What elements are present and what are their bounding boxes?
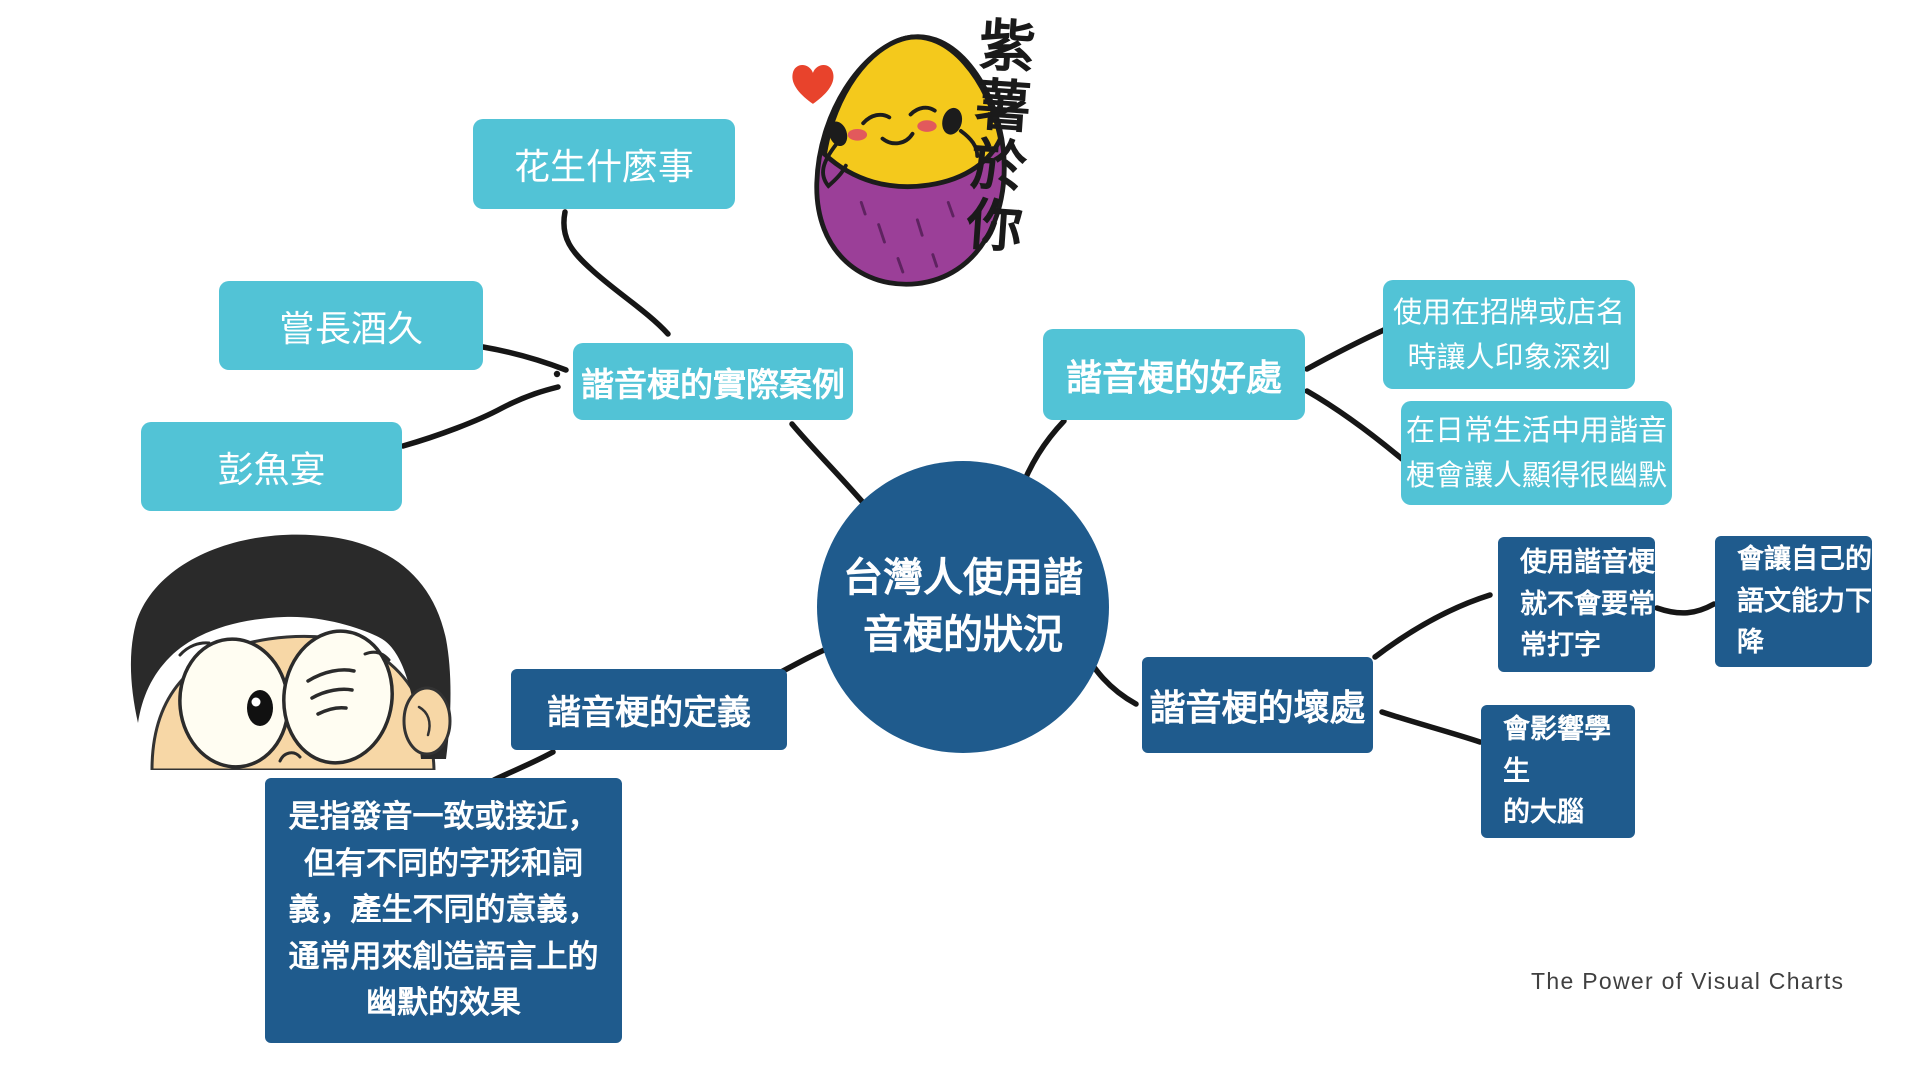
character-brow-right [363, 650, 391, 662]
sweet-potato-mascot [792, 34, 1007, 287]
heart-icon [792, 65, 834, 104]
mascot-left-hand [828, 121, 848, 147]
drawbacks-branch-label: 諧音梗的壞處 [1142, 657, 1373, 753]
example-node-huasheng: 花生什麼事 [473, 119, 735, 209]
example-node-changchang: 嘗長酒久 [219, 281, 483, 370]
benefit-node-humor: 在日常生活中用諧音 梗會讓人顯得很幽默 [1401, 401, 1672, 505]
character-left-pupil [247, 690, 273, 726]
drawback-node-language-skill: 會讓自己的 語文能力下 降 [1715, 536, 1872, 667]
mascot-blush-left [847, 128, 868, 141]
connector-ink-dot [553, 370, 561, 378]
footer-credit: The Power of Visual Charts [1531, 968, 1845, 994]
benefit-node-signboard: 使用在招牌或店名 時讓人印象深刻 [1383, 280, 1635, 389]
example-node-pengyuyan: 彭魚宴 [141, 422, 402, 511]
mascot-right-hand [942, 107, 963, 135]
connector-example1-to-examples-label [561, 209, 671, 337]
connector-drawbacks-label-to-drawback2 [1379, 709, 1483, 745]
mascot-left-arm [821, 142, 848, 189]
character-right-eye [282, 629, 394, 765]
character-ear-inner [417, 705, 431, 737]
connector-example2-to-examples-label [480, 344, 569, 373]
benefits-branch-label: 諧音梗的好處 [1043, 329, 1305, 420]
examples-branch-label: 諧音梗的實際案例 [573, 343, 853, 420]
connector-drawbacks-label-to-drawback1 [1372, 592, 1493, 660]
character-wink-lines [306, 668, 356, 716]
mascot-right-eye [908, 105, 937, 117]
character-ear [402, 686, 452, 756]
definition-branch-label: 諧音梗的定義 [511, 669, 787, 750]
connector-examples-label-to-center [789, 421, 869, 509]
character-pupil-highlight [251, 697, 261, 707]
character-hair [130, 534, 451, 759]
potato-texture [859, 200, 955, 274]
character-brow-left [178, 641, 211, 657]
connector-example3-to-examples-label [400, 384, 561, 449]
drawback-node-typing: 使用諧音梗 就不會要常 常打字 [1498, 537, 1655, 672]
center-topic-node: 台灣人使用諧 音梗的狀況 [817, 461, 1109, 753]
connector-drawback1-to-sub [1654, 601, 1717, 616]
mascot-left-eye [861, 112, 892, 126]
connector-benefits-label-to-benefit2 [1304, 388, 1405, 462]
definition-text-node: 是指發音一致或接近， 但有不同的字形和詞 義，產生不同的意義， 通常用來創造語言… [265, 778, 622, 1043]
cartoon-character [130, 534, 452, 770]
connector-definition-label-to-text [491, 749, 556, 783]
mascot-smile [880, 131, 915, 146]
character-nose [278, 751, 302, 763]
drawback-node-student-brain: 會影響學生 的大腦 [1481, 705, 1635, 838]
mascot-right-arm [958, 128, 980, 158]
mascot-blush-right [917, 120, 937, 132]
connector-benefits-label-to-benefit1 [1304, 326, 1389, 372]
